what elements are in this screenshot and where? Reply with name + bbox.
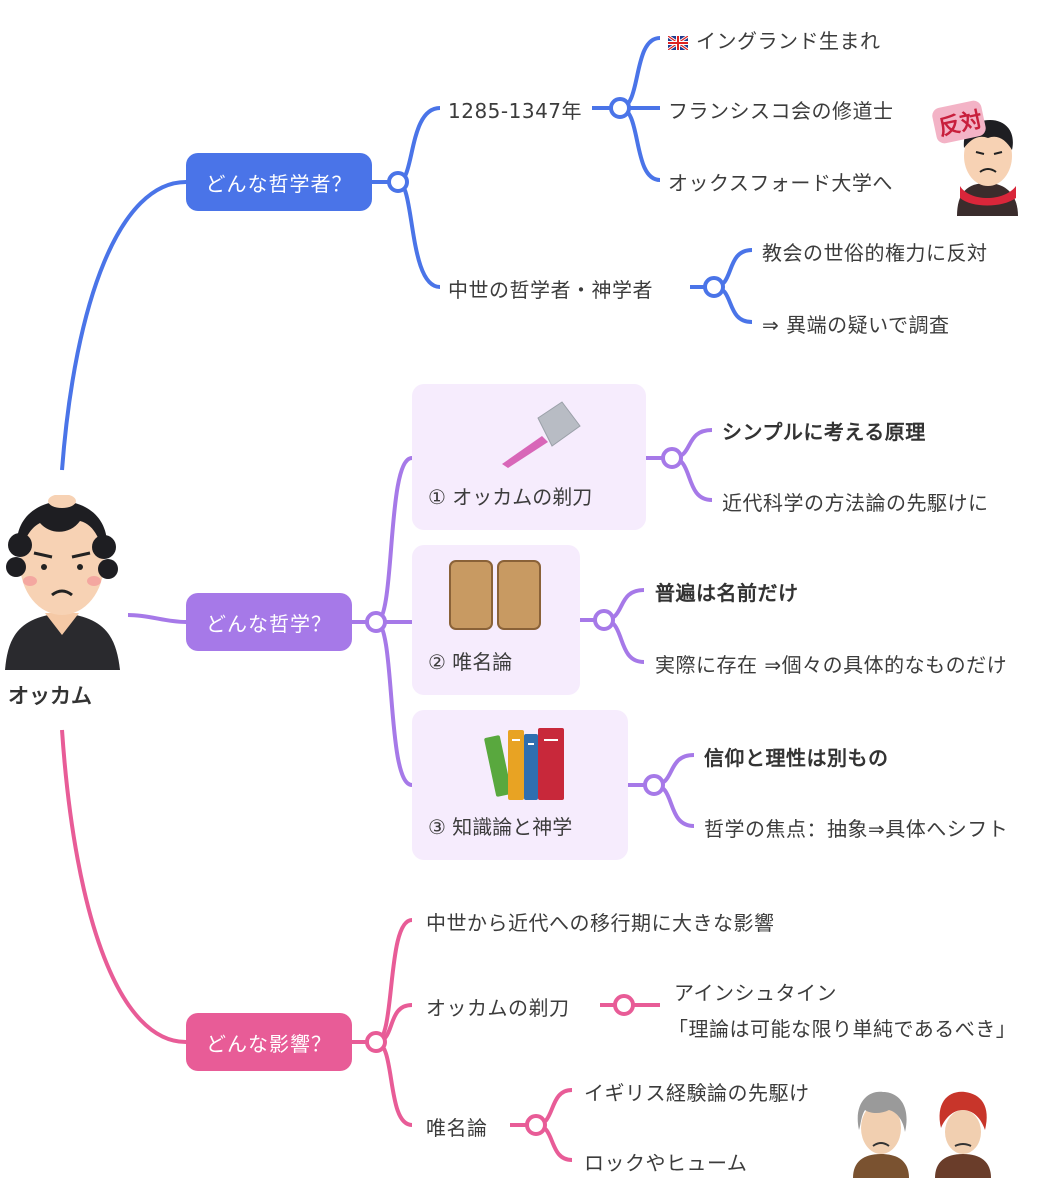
node-universal-names: 普遍は名前だけ — [655, 581, 799, 605]
node-medieval-philosopher: 中世の哲学者・神学者 — [448, 278, 653, 302]
branch-philosophy[interactable]: どんな哲学？ — [186, 593, 352, 651]
node-franciscan: フランシスコ会の修道士 — [668, 99, 894, 123]
node-focus-shift: 哲学の焦点：抽象⇒具体へシフト — [704, 817, 1009, 841]
card-nominalism-label: ② 唯名論 — [428, 650, 513, 674]
connector-root-blue — [60, 180, 187, 471]
node-dot — [387, 171, 409, 193]
node-einstein: アインシュタイン — [674, 981, 837, 1005]
node-faith-reason: 信仰と理性は別もの — [704, 746, 889, 770]
branch-influence[interactable]: どんな影響？ — [186, 1013, 352, 1071]
uk-flag-icon — [667, 31, 689, 55]
card-razor-label: ① オッカムの剃刀 — [428, 485, 593, 509]
connector-root-pink — [60, 729, 187, 1044]
card-nominalism[interactable]: ② 唯名論 — [412, 545, 580, 695]
node-born-england: イングランド生まれ — [667, 25, 881, 55]
root-node-label: オッカム — [8, 684, 92, 708]
node-years: 1285-1347年 — [448, 99, 583, 123]
card-razor[interactable]: ① オッカムの剃刀 — [412, 384, 646, 530]
node-dot — [613, 994, 635, 1016]
node-locke-hume: ロックやヒューム — [584, 1151, 748, 1175]
node-dot — [643, 774, 665, 796]
card-epistemology[interactable]: ③ 知識論と神学 — [412, 710, 628, 860]
node-against-church: 教会の世俗的権力に反対 — [762, 241, 988, 265]
node-heresy: ⇒ 異端の疑いで調査 — [762, 313, 950, 337]
books-icon — [484, 722, 572, 806]
node-dot — [593, 609, 615, 631]
node-oxford: オックスフォード大学へ — [668, 171, 893, 195]
node-dot — [365, 1031, 387, 1053]
node-transition-influence: 中世から近代への移行期に大きな影響 — [426, 911, 775, 935]
node-dot — [365, 611, 387, 633]
connector-root-purple — [127, 613, 187, 624]
branch-philosopher[interactable]: どんな哲学者？ — [186, 153, 372, 211]
node-individual-things: 実際に存在 ⇒個々の具体的なものだけ — [655, 653, 1008, 677]
node-dot — [609, 97, 631, 119]
ockham-portrait — [0, 494, 125, 670]
node-influence-nominalism: 唯名論 — [426, 1116, 488, 1140]
name-stamps-icon — [448, 559, 542, 631]
node-modern-science: 近代科学の方法論の先駆けに — [722, 491, 989, 515]
opposing-man-illustration: 反対 — [932, 98, 1022, 216]
node-dot — [661, 447, 683, 469]
node-dot — [525, 1114, 547, 1136]
node-british-empiricism: イギリス経験論の先駆け — [584, 1081, 810, 1105]
razor-icon — [498, 398, 584, 474]
locke-hume-illustration — [845, 1088, 995, 1182]
card-epistemology-label: ③ 知識論と神学 — [428, 815, 573, 839]
node-simple-principle: シンプルに考える原理 — [722, 420, 926, 444]
node-einstein-quote: 「理論は可能な限り単純であるべき」 — [668, 1017, 1017, 1041]
node-dot — [703, 276, 725, 298]
node-influence-razor: オッカムの剃刀 — [426, 996, 570, 1020]
